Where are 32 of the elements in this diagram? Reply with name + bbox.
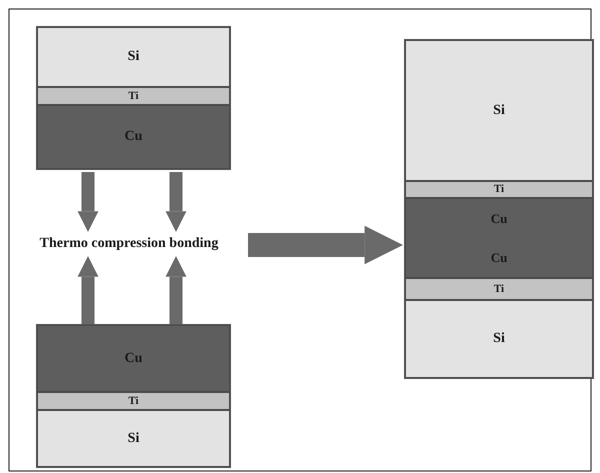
material-layer bbox=[37, 105, 230, 169]
block-arrow bbox=[166, 172, 186, 232]
layer-label: Cu bbox=[124, 130, 142, 144]
layer-label: Ti bbox=[128, 396, 139, 406]
material-layer bbox=[37, 392, 230, 410]
material-layer bbox=[37, 27, 230, 87]
material-layer bbox=[37, 325, 230, 392]
material-layer bbox=[37, 410, 230, 467]
material-layer bbox=[405, 300, 593, 378]
material-layer bbox=[405, 181, 593, 198]
layer-label: Si bbox=[493, 332, 505, 346]
layer-label: Cu bbox=[490, 251, 508, 264]
block-arrow bbox=[166, 256, 186, 325]
block-arrow bbox=[248, 226, 403, 264]
layer-label: Si bbox=[493, 104, 505, 118]
block-arrow bbox=[78, 172, 98, 232]
layer-label: Ti bbox=[128, 90, 139, 102]
material-layer bbox=[405, 40, 593, 181]
layer-label: Si bbox=[128, 50, 140, 64]
layer-label: Cu bbox=[490, 212, 508, 225]
layer-stack bbox=[37, 27, 230, 169]
material-layer bbox=[37, 87, 230, 105]
process-label: Thermo compression bonding bbox=[40, 237, 218, 251]
layer-stack bbox=[37, 325, 230, 467]
block-arrow bbox=[78, 256, 98, 325]
layer-label: Cu bbox=[124, 352, 142, 366]
material-layer bbox=[405, 198, 593, 278]
layer-label: Ti bbox=[494, 284, 504, 294]
layer-label: Si bbox=[128, 432, 140, 446]
material-layer bbox=[405, 278, 593, 300]
layer-label: Ti bbox=[494, 184, 504, 195]
layer-stack bbox=[405, 40, 593, 378]
